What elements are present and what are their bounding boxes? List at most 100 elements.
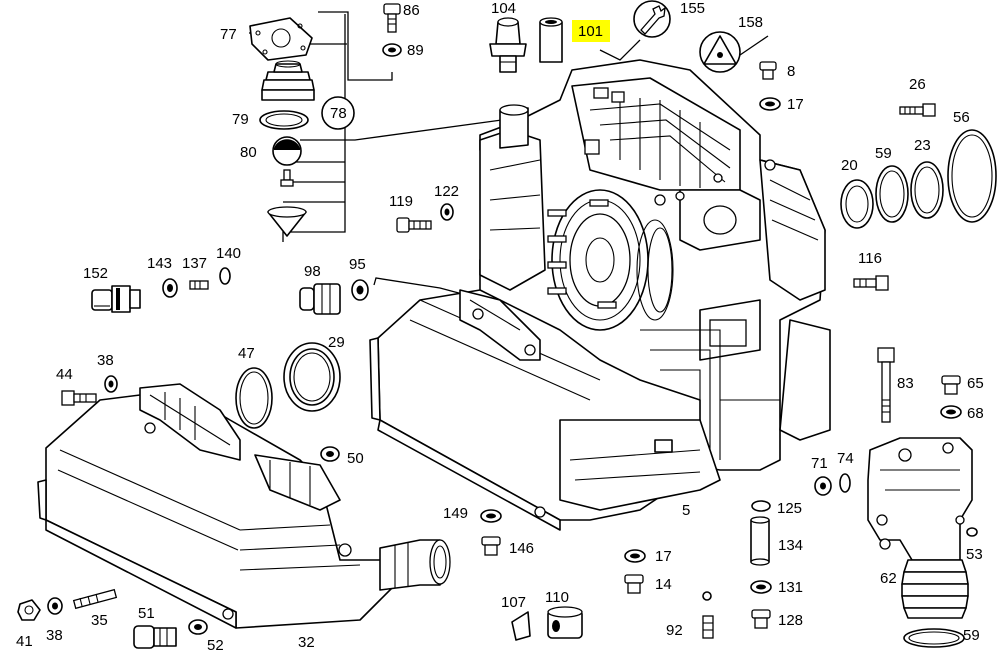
part-71-washer	[814, 476, 832, 496]
callout-143: 143	[147, 255, 173, 272]
part-104-plug	[489, 17, 527, 73]
part-131-washer	[750, 580, 772, 594]
part-59-ring-bottom	[903, 628, 965, 648]
main-housing-pan	[369, 289, 781, 531]
callout-51: 51	[138, 605, 155, 622]
callout-32: 32	[298, 634, 315, 651]
callout-98: 98	[304, 263, 321, 280]
part-125-cap	[751, 500, 771, 512]
part-128-plug	[751, 609, 771, 629]
part-68-washer	[940, 405, 962, 419]
callout-110: 110	[545, 589, 569, 606]
part-107-clip	[511, 611, 531, 641]
callout-140: 140	[216, 245, 242, 262]
part-146-plug	[481, 536, 501, 556]
callout-38-bottom: 38	[46, 627, 63, 644]
part-17-washer-bottom	[624, 549, 646, 563]
callout-29: 29	[328, 334, 345, 351]
part-41-nut	[17, 599, 41, 621]
part-149-washer	[480, 509, 502, 523]
part-53-washer	[966, 527, 978, 537]
callout-14: 14	[655, 576, 672, 593]
part-95-washer	[351, 279, 369, 301]
part-17-washer-top	[759, 97, 781, 111]
part-101-sleeve	[539, 17, 563, 63]
part-26-bolt	[899, 103, 936, 117]
callout-62: 62	[880, 570, 897, 587]
callout-104: 104	[491, 0, 517, 17]
part-158-cap-symbol	[699, 31, 741, 73]
part-52-washer	[188, 619, 208, 635]
callout-78: 78	[330, 105, 347, 122]
part-small-screw-80	[280, 169, 294, 187]
callout-116: 116	[858, 250, 882, 267]
callout-50: 50	[347, 450, 364, 467]
callout-92: 92	[666, 622, 683, 639]
part-35-stud	[72, 588, 118, 610]
part-29-seal	[283, 342, 341, 412]
callout-53: 53	[966, 546, 983, 563]
callout-5: 5	[682, 502, 691, 519]
callout-71: 71	[811, 455, 828, 472]
callout-137: 137	[182, 255, 208, 272]
part-155-wrench-symbol	[633, 0, 671, 38]
part-62-extension-housing	[867, 437, 973, 619]
callout-77: 77	[220, 26, 237, 43]
part-86-bolt	[383, 3, 401, 33]
callout-44: 44	[56, 366, 73, 383]
part-14-plug	[624, 574, 644, 594]
callout-80: 80	[240, 144, 257, 161]
part-65-plug	[941, 375, 961, 395]
callout-134: 134	[778, 537, 804, 554]
part-134-sleeve	[750, 516, 770, 566]
part-116-bolt	[853, 275, 889, 291]
part-83-long-bolt	[877, 347, 895, 423]
callout-23: 23	[914, 137, 931, 154]
part-59-ring-top	[875, 165, 909, 223]
part-32-oil-pan-housing	[37, 383, 451, 629]
part-152-sensor	[91, 285, 141, 313]
part-119-bolt	[396, 217, 432, 233]
callout-52: 52	[207, 637, 224, 654]
callout-78-circle	[321, 96, 355, 130]
callout-68: 68	[967, 405, 984, 422]
part-44-bolt	[61, 390, 97, 406]
callout-65: 65	[967, 375, 984, 392]
callout-20: 20	[841, 157, 858, 174]
part-51-plug	[133, 625, 177, 649]
part-98-plug	[299, 283, 341, 315]
part-79-o-ring	[259, 110, 309, 130]
part-110-fitting	[547, 606, 583, 639]
callout-74: 74	[837, 450, 854, 467]
part-80-ball	[272, 136, 302, 166]
callout-158: 158	[738, 14, 764, 31]
callout-125: 125	[777, 500, 803, 517]
callout-41: 41	[16, 633, 33, 650]
part-56-seal-ring	[947, 129, 997, 223]
part-50-washer	[320, 446, 340, 462]
callout-86: 86	[403, 2, 420, 19]
part-77-gasket-plate	[249, 17, 313, 61]
part-23-ring	[910, 161, 944, 219]
callout-149: 149	[443, 505, 469, 522]
callout-47: 47	[238, 345, 255, 362]
part-bellows-boot	[261, 60, 315, 101]
part-137-screw	[189, 280, 209, 290]
callout-107: 107	[501, 594, 527, 611]
part-47-o-ring	[235, 367, 273, 429]
callout-38-top: 38	[97, 352, 114, 369]
callout-26: 26	[909, 76, 926, 93]
part-8-plug	[759, 61, 777, 80]
callout-35: 35	[91, 612, 108, 629]
part-122-washer	[440, 203, 454, 221]
callout-8: 8	[787, 63, 796, 80]
part-74-washer	[839, 473, 851, 493]
part-143-washer	[162, 278, 178, 298]
callout-89: 89	[407, 42, 424, 59]
callout-79: 79	[232, 111, 249, 128]
callout-152: 152	[83, 265, 109, 282]
callout-59-top: 59	[875, 145, 892, 162]
callout-17-top: 17	[787, 96, 804, 113]
callout-83: 83	[897, 375, 914, 392]
